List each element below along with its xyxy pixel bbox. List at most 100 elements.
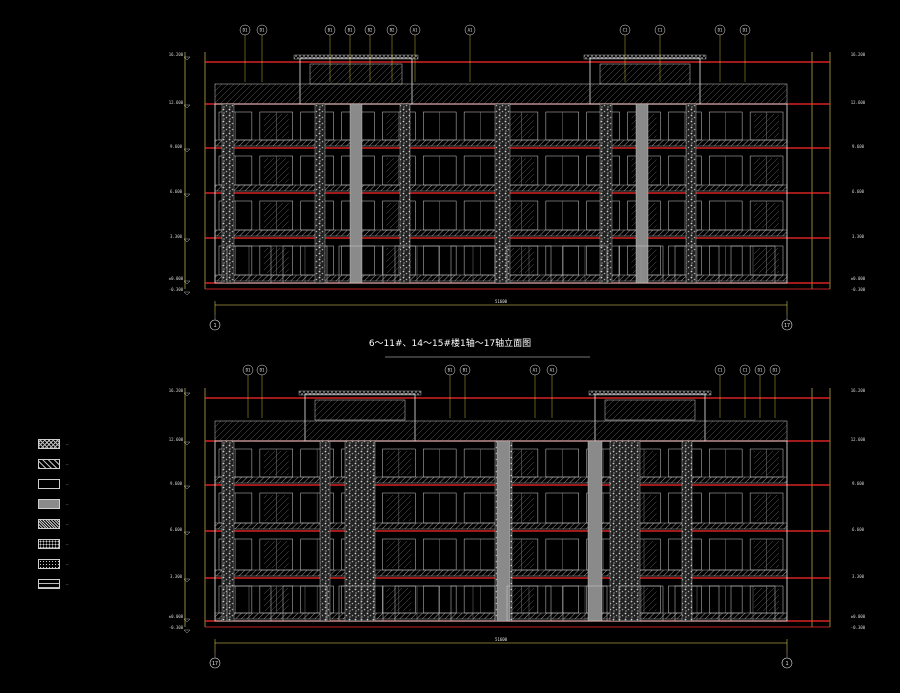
window-tag-circle: [242, 364, 254, 376]
window-tag-circle: [769, 364, 781, 376]
window-tag-label: D1: [743, 28, 748, 33]
level-marker: [183, 441, 191, 446]
window-glass: [263, 114, 289, 138]
window-glass: [509, 248, 534, 273]
window-glass: [509, 158, 534, 183]
window-tag-circle: [459, 364, 471, 376]
window-tag-label: A1: [550, 368, 555, 373]
axis-label-left: 17: [212, 661, 218, 667]
level-label-right: 3.300: [852, 234, 865, 239]
legend-brick: —: [38, 578, 108, 590]
window-tag-circle: [324, 24, 336, 36]
legend-blank: —: [38, 478, 108, 490]
window-glass: [386, 451, 412, 475]
stone-pilaster: [685, 103, 697, 284]
window-glass: [263, 203, 289, 228]
level-label-left: 3.300: [170, 234, 183, 239]
window-glass: [509, 114, 534, 138]
window-glass: [754, 541, 779, 568]
drawing-title: 6～11#、14～15#楼1轴～17轴立面图: [368, 339, 532, 349]
window-tag-label: D1: [246, 368, 251, 373]
window-tag-label: D1: [718, 28, 723, 33]
window-tag-circle: [256, 364, 268, 376]
level-label-left: 12.600: [169, 437, 184, 442]
stone-pilaster: [319, 440, 331, 622]
level-label-right: 9.600: [852, 144, 865, 149]
stone-pilaster: [314, 103, 326, 284]
tower-window: [599, 63, 691, 85]
legend-stone: —: [38, 538, 108, 550]
level-marker: [183, 531, 191, 536]
window-tag-label: D1: [260, 28, 265, 33]
legend-label: —: [66, 561, 69, 567]
window-glass: [754, 114, 779, 138]
window-tag-label: B1: [463, 368, 468, 373]
level-label-right: ±0.000: [851, 276, 866, 281]
axis-bubble-right: [781, 319, 793, 331]
window-tag-circle: [386, 24, 398, 36]
tower-window: [309, 63, 403, 85]
legend-swatch: [38, 539, 60, 549]
level-label-right: -0.300: [851, 287, 866, 292]
level-label-left: 6.600: [170, 527, 183, 532]
level-label-right: 16.200: [851, 52, 866, 57]
window-tag-circle: [444, 364, 456, 376]
level-label-right: 6.600: [852, 189, 865, 194]
material-legend: ————————: [38, 438, 108, 598]
window-tag-label: D1: [260, 368, 265, 373]
level-label-left: 9.600: [170, 144, 183, 149]
legend-swatch: [38, 559, 60, 569]
axis-label-right: 17: [784, 323, 790, 329]
tower-window: [314, 399, 406, 421]
window-tag-circle: [464, 24, 476, 36]
roof-parapet: [214, 420, 788, 442]
level-label-left: 16.200: [169, 52, 184, 57]
window-glass: [386, 541, 412, 568]
window-tag-label: D1: [773, 368, 778, 373]
window-glass: [754, 451, 779, 475]
level-marker: [183, 291, 191, 296]
legend-solid-gray: —: [38, 498, 108, 510]
tower-cornice: [588, 390, 712, 396]
legend-label: —: [66, 541, 69, 547]
window-glass: [754, 248, 779, 273]
level-label-right: 12.600: [851, 100, 866, 105]
axis-bubble-left: [209, 319, 221, 331]
window-glass: [509, 451, 534, 475]
window-glass: [263, 541, 289, 568]
legend-dots: —: [38, 558, 108, 570]
tower-window: [604, 399, 696, 421]
legend-swatch: [38, 519, 60, 529]
window-tag-circle: [546, 364, 558, 376]
level-marker: [183, 618, 191, 623]
window-tag-circle: [714, 24, 726, 36]
stair-shaft: [587, 440, 603, 622]
level-label-left: 3.300: [170, 574, 183, 579]
total-width-label: 51600: [495, 299, 508, 304]
legend-label: —: [66, 501, 69, 507]
level-label-left: 9.600: [170, 481, 183, 486]
window-tag-label: B1: [448, 368, 453, 373]
level-label-right: ±0.000: [851, 614, 866, 619]
level-label-right: 6.600: [852, 527, 865, 532]
window-glass: [509, 588, 534, 611]
window-tag-circle: [239, 24, 251, 36]
level-marker: [183, 56, 191, 61]
legend-label: —: [66, 521, 69, 527]
level-label-left: 12.600: [169, 100, 184, 105]
axis-bubble-left: [209, 657, 221, 669]
window-glass: [509, 203, 534, 228]
window-tag-circle: [344, 24, 356, 36]
window-glass: [754, 495, 779, 521]
window-glass: [263, 495, 289, 521]
stone-pilaster: [399, 103, 411, 284]
level-marker: [183, 104, 191, 109]
window-glass: [509, 495, 534, 521]
level-marker: [183, 392, 191, 397]
window-glass: [754, 158, 779, 183]
window-glass: [386, 588, 412, 611]
window-tag-circle: [256, 24, 268, 36]
legend-swatch: [38, 439, 60, 449]
window-tag-label: B2: [390, 28, 395, 33]
